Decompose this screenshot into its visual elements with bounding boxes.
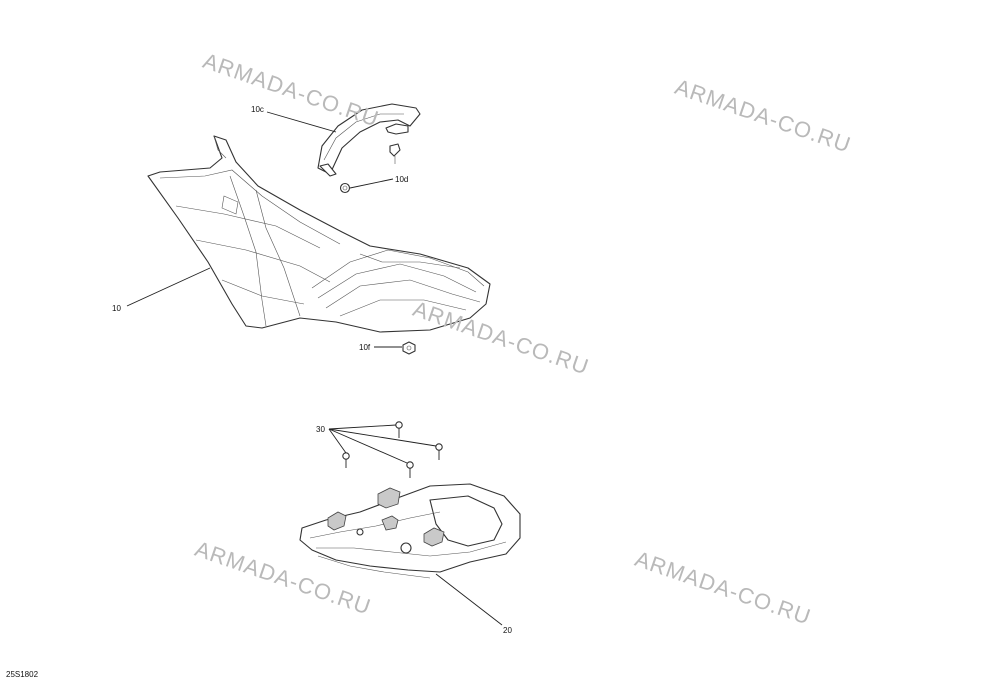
cover-part [317,103,421,177]
clip-part [339,143,401,194]
nut-part [402,341,416,355]
label-seat: 10 [112,304,121,313]
screws-part [342,421,443,478]
drawing-code: 25S1802 [6,670,39,679]
label-nut: 10f [359,343,371,352]
seat-part [147,135,491,333]
label-rack: 20 [503,626,512,635]
rack-part [299,483,521,579]
label-cover: 10c [251,105,264,114]
label-clip: 10d [395,175,408,184]
label-screws: 30 [316,425,325,434]
leader-lines [126,111,503,626]
